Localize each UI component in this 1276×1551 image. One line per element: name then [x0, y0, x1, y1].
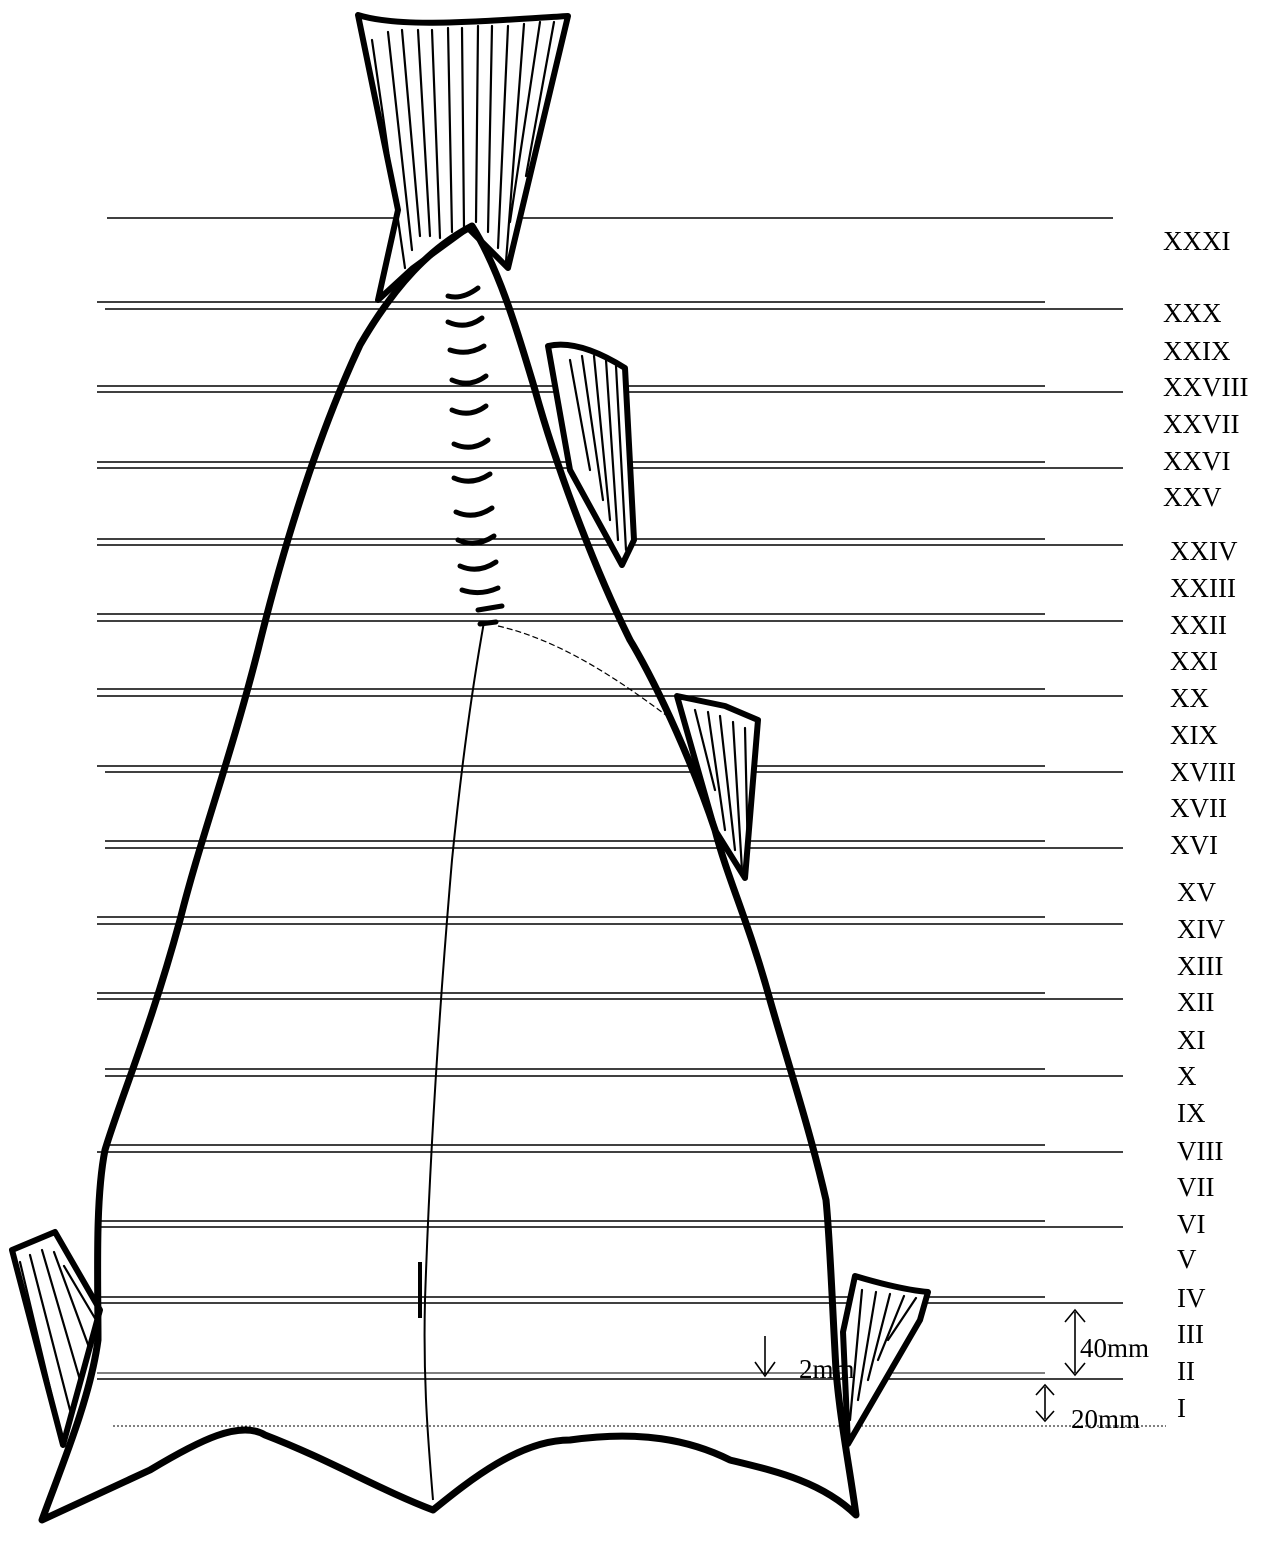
- first-zone-label: 20mm: [1071, 1404, 1140, 1434]
- zone-label: VI: [1177, 1209, 1206, 1239]
- zone-label: XXIV: [1170, 536, 1238, 566]
- zone-spacing-label: 40mm: [1080, 1333, 1149, 1363]
- zone-label: XVI: [1170, 830, 1218, 860]
- zone-label: XXVIII: [1163, 372, 1248, 402]
- zone-label: XXVII: [1163, 409, 1239, 439]
- zone-label: XXXI: [1163, 226, 1231, 256]
- dorsal-scute-marks: [448, 288, 502, 624]
- zone-label: VIII: [1177, 1136, 1223, 1166]
- offset-label: 2mm: [799, 1354, 855, 1384]
- caudal-fin: [358, 15, 568, 300]
- lateral-line: [425, 622, 484, 1500]
- zone-label: VII: [1177, 1172, 1214, 1202]
- zone-label: XII: [1177, 987, 1214, 1017]
- zone-label: X: [1177, 1061, 1197, 1091]
- zone-label: V: [1177, 1244, 1197, 1274]
- dimension-annotations: 40mm 20mm 2mm: [755, 1310, 1149, 1434]
- dorsal-fin: [548, 345, 634, 565]
- zone-label: IX: [1177, 1098, 1206, 1128]
- zone-label: XXII: [1170, 610, 1227, 640]
- zone-label: XXV: [1163, 482, 1222, 512]
- zone-divider-lines: [97, 218, 1166, 1426]
- zone-label: II: [1177, 1356, 1195, 1386]
- zone-label: XXI: [1170, 646, 1218, 676]
- zone-label: XIII: [1177, 951, 1223, 981]
- zone-label: XVII: [1170, 793, 1227, 823]
- zone-label: XIV: [1177, 914, 1225, 944]
- zone-label: I: [1177, 1393, 1186, 1423]
- zone-label: XXVI: [1163, 446, 1231, 476]
- right-pectoral-fin: [843, 1276, 928, 1444]
- zone-label: XXIII: [1170, 573, 1236, 603]
- zone-label: XVIII: [1170, 757, 1236, 787]
- zone-labels: XXXI XXX XXIX XXVIII XXVII XXVI XXV XXIV…: [1163, 226, 1248, 1423]
- zone-label: XV: [1177, 877, 1216, 907]
- zone-label: III: [1177, 1319, 1204, 1349]
- zone-label: XIX: [1170, 720, 1218, 750]
- zone-label: XX: [1170, 683, 1209, 713]
- zone-label: IV: [1177, 1283, 1206, 1313]
- zone-label: XXIX: [1163, 336, 1231, 366]
- fish-body-outline: [42, 226, 856, 1520]
- left-pectoral-fin: [12, 1232, 100, 1445]
- zone-label: XI: [1177, 1025, 1206, 1055]
- zone-label: XXX: [1163, 298, 1222, 328]
